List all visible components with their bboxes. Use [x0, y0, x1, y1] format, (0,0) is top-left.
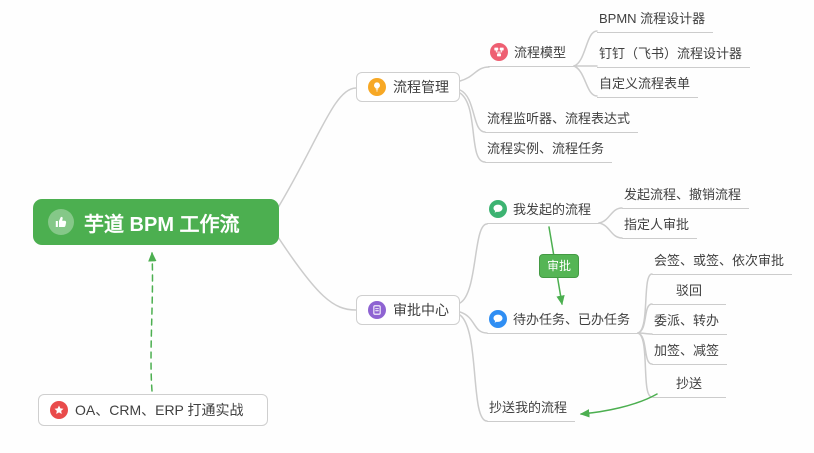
node-delegate-transfer[interactable]: 委派、转办 — [652, 309, 728, 335]
arrow-cc-to-ccme — [579, 393, 658, 418]
node-dingtalk-feishu-designer[interactable]: 钉钉（飞书）流程设计器 — [597, 42, 751, 68]
edge-pm-listener — [459, 89, 486, 133]
node-custom-form[interactable]: 自定义流程表单 — [597, 72, 699, 98]
arrow-integration-to-root — [148, 251, 157, 392]
edge-model-custom — [573, 65, 598, 97]
edge-initiated-start — [598, 207, 623, 224]
node-add-remove-sign[interactable]: 加签、减签 — [652, 339, 728, 365]
node-cc-my-processes[interactable]: 抄送我的流程 — [487, 396, 576, 422]
node-label: 流程模型 — [514, 44, 567, 60]
star-icon — [50, 401, 68, 419]
node-label: 委派、转办 — [654, 313, 720, 328]
edge-initiated-assignee — [598, 222, 623, 239]
node-my-initiated-processes[interactable]: 我发起的流程 — [487, 197, 600, 224]
node-process-management[interactable]: 流程管理 — [356, 72, 460, 102]
node-label: 指定人审批 — [624, 217, 690, 232]
edge-ac-initiated — [459, 223, 488, 304]
node-label: 钉钉（飞书）流程设计器 — [599, 46, 743, 61]
node-assignee-approval[interactable]: 指定人审批 — [622, 213, 698, 239]
chat-bubble-icon — [489, 200, 507, 218]
node-instance-task[interactable]: 流程实例、流程任务 — [485, 137, 613, 163]
root-node-label: 芋道 BPM 工作流 — [84, 213, 240, 236]
edge-ac-tasks — [459, 311, 488, 334]
node-label: BPMN 流程设计器 — [599, 11, 706, 26]
node-label: 发起流程、撤销流程 — [624, 187, 742, 202]
node-label: 流程监听器、流程表达式 — [487, 111, 631, 126]
node-start-cancel-process[interactable]: 发起流程、撤销流程 — [622, 183, 750, 209]
node-label: 流程实例、流程任务 — [487, 141, 605, 156]
node-label: 流程管理 — [393, 79, 449, 95]
node-reject[interactable]: 驳回 — [652, 279, 726, 305]
clipboard-icon — [368, 301, 386, 319]
thumbs-up-icon — [48, 209, 74, 235]
node-process-model[interactable]: 流程模型 — [488, 40, 575, 67]
node-label: 会签、或签、依次审批 — [654, 253, 785, 268]
edge-pm-model — [459, 66, 490, 82]
edge-pm-instance — [459, 92, 486, 163]
node-label: OA、CRM、ERP 打通实战 — [75, 402, 244, 418]
root-node-yudao-bpm[interactable]: 芋道 BPM 工作流 — [33, 199, 279, 245]
node-label: 待办任务、已办任务 — [513, 311, 631, 327]
node-bpmn-designer[interactable]: BPMN 流程设计器 — [597, 7, 714, 33]
node-label: 抄送我的流程 — [489, 400, 568, 415]
edge-model-bpmn — [573, 30, 598, 67]
node-label: 抄送 — [675, 376, 702, 391]
edge-root-process-management — [275, 87, 357, 212]
node-cc[interactable]: 抄送 — [652, 372, 726, 398]
node-label: 我发起的流程 — [513, 201, 592, 217]
node-oa-crm-erp-integration[interactable]: OA、CRM、ERP 打通实战 — [38, 394, 268, 426]
edge-tasks-countersign — [637, 273, 653, 334]
chat-bubble-icon — [489, 310, 507, 328]
node-label: 驳回 — [675, 283, 702, 298]
node-countersign-modes[interactable]: 会签、或签、依次审批 — [652, 249, 793, 275]
node-approval-center[interactable]: 审批中心 — [356, 295, 460, 325]
node-listener-expression[interactable]: 流程监听器、流程表达式 — [485, 107, 639, 133]
lightbulb-icon — [368, 78, 386, 96]
node-label: 审批中心 — [393, 302, 449, 318]
relation-label-approve[interactable]: 审批 — [539, 254, 580, 278]
node-todo-done-tasks[interactable]: 待办任务、已办任务 — [487, 307, 639, 334]
edge-tasks-cc — [637, 332, 653, 398]
sitemap-icon — [490, 43, 508, 61]
edge-ac-ccme — [459, 314, 488, 422]
node-label: 自定义流程表单 — [599, 76, 691, 91]
node-label: 加签、减签 — [654, 343, 720, 358]
edge-root-approval-center — [275, 233, 357, 311]
edge-tasks-reject — [637, 303, 653, 334]
